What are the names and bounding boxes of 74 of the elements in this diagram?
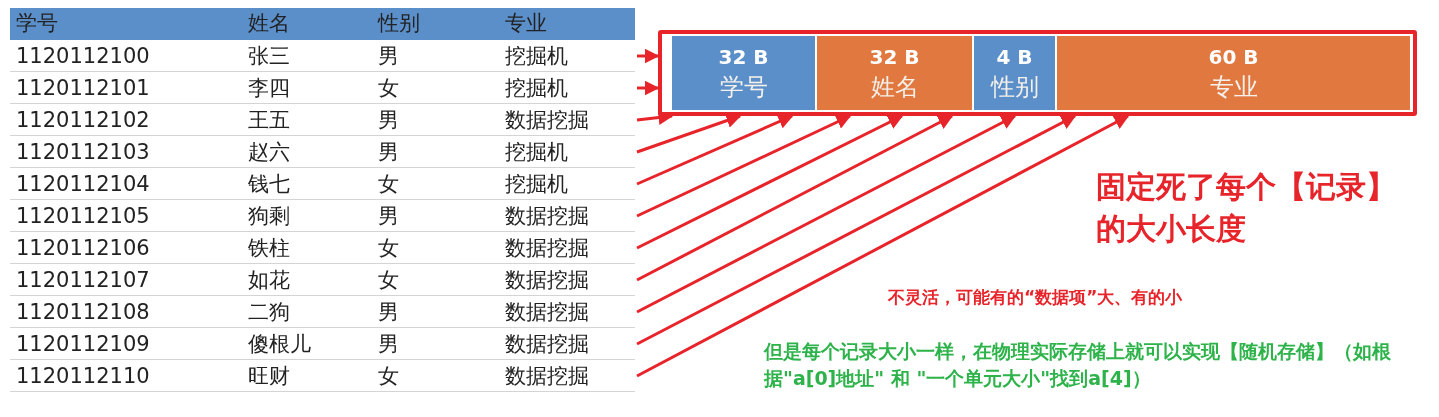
gender-text: 女 [378,363,399,389]
student-name: 赵六 [248,139,290,165]
gender-text: 男 [378,43,399,69]
note-text: 固定死了每个【记录】的大小长度 [1096,168,1397,248]
arrow [636,114,904,250]
student-id: 1120112110 [16,363,150,389]
student-id: 1120112102 [16,107,150,133]
student-name: 李四 [248,75,290,101]
byte-size: 32 B [869,44,920,71]
note-text: 但是每个记录大小一样，在物理实际存储上就可以实现【随机存储】（如根据"a[0]地址" 和 "一个单元大小"找到a[4]） [764,339,1392,391]
major-text: 数据挖掘 [505,203,589,229]
field-block [672,36,815,110]
note-text: 不灵活，可能有的“数据项”大、有的小 [888,286,1184,309]
student-id: 1120112107 [16,267,150,293]
arrow [636,114,852,218]
field-name: 学号 [719,72,768,103]
gender-text: 女 [378,267,399,293]
field-name: 姓名 [870,72,919,103]
student-id: 1120112106 [16,235,150,261]
student-id: 1120112104 [16,171,150,197]
student-name: 狗剩 [248,203,290,229]
column-heading: 姓名 [248,10,290,36]
gender-text: 男 [378,331,399,357]
student-name: 钱七 [248,171,290,197]
gender-text: 女 [378,75,399,101]
column-heading: 专业 [505,10,547,36]
student-name: 旺财 [248,363,290,389]
gender-text: 女 [378,235,399,261]
arrow [637,48,660,64]
field-block [1057,36,1410,110]
field-name: 专业 [1209,72,1258,103]
student-id: 1120112105 [16,203,150,229]
major-text: 挖掘机 [505,75,568,101]
major-text: 数据挖掘 [505,363,589,389]
major-text: 数据挖掘 [505,267,589,293]
gender-text: 女 [378,171,399,197]
byte-size: 4 B [996,44,1033,71]
student-id: 1120112101 [16,75,150,101]
gender-text: 男 [378,107,399,133]
byte-size: 32 B [718,44,769,71]
arrow [637,80,660,96]
gender-text: 男 [378,139,399,165]
arrow [636,114,1077,346]
major-text: 数据挖掘 [505,107,589,133]
column-heading: 性别 [378,10,420,36]
student-name: 张三 [248,43,290,69]
student-id: 1120112100 [16,43,150,69]
major-text: 数据挖掘 [505,235,589,261]
student-name: 二狗 [248,299,290,325]
student-id: 1120112108 [16,299,150,325]
byte-size: 60 B [1208,44,1259,71]
arrow [636,113,742,154]
major-text: 数据挖掘 [505,299,589,325]
gender-text: 男 [378,203,399,229]
major-text: 挖掘机 [505,139,568,165]
field-block [817,36,972,110]
student-name: 王五 [248,107,290,133]
student-name: 铁柱 [248,235,290,261]
arrow [636,114,1017,314]
arrow [636,114,794,186]
major-text: 挖掘机 [505,43,568,69]
student-id: 1120112103 [16,139,150,165]
major-text: 挖掘机 [505,171,568,197]
arrow [636,114,1130,378]
record-layout-box [658,30,1417,116]
gender-text: 男 [378,299,399,325]
major-text: 数据挖掘 [505,331,589,357]
column-heading: 学号 [16,10,58,36]
student-name: 傻根儿 [248,331,311,357]
arrow [636,114,954,282]
student-name: 如花 [248,267,290,293]
field-name: 性别 [990,72,1039,103]
field-block [974,36,1055,110]
student-id: 1120112109 [16,331,150,357]
